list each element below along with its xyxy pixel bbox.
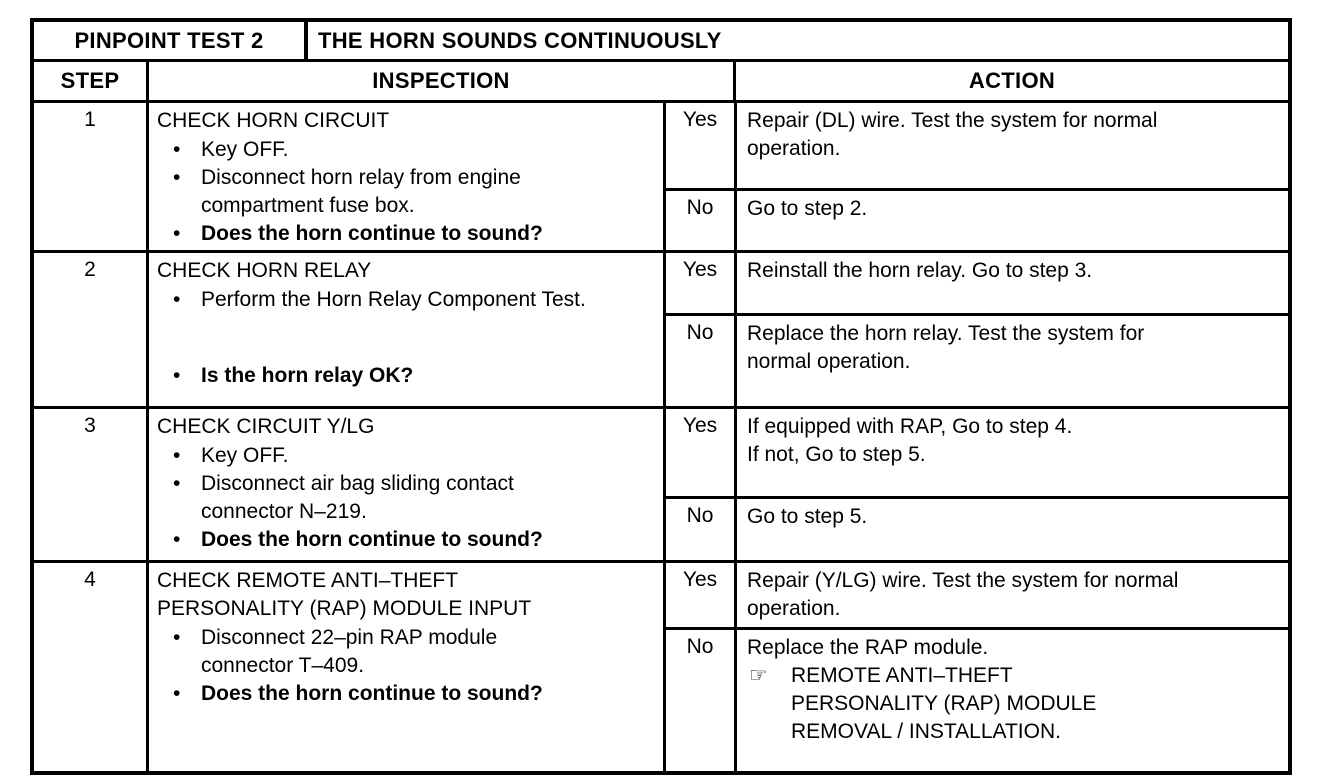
yes-action-text: Reinstall the horn relay. Go to step 3. — [747, 259, 1093, 282]
bullet-question-text: Does the horn continue to sound? — [201, 682, 543, 705]
no-row: No Replace the horn relay. Test the syst… — [666, 313, 1288, 406]
table-row: 2 CHECK HORN RELAY • Perform the Horn Re… — [34, 250, 1288, 406]
bullet-icon: • — [173, 166, 181, 189]
yes-action-text: Repair (Y/LG) wire. Test the system for … — [747, 569, 1179, 620]
yes-label: Yes — [666, 103, 737, 188]
action-cell: Yes If equipped with RAP, Go to step 4. … — [666, 409, 1288, 560]
bullet-text: Disconnect horn relay from engine compar… — [201, 166, 521, 217]
bullet-item: • Disconnect air bag sliding contact con… — [157, 470, 657, 526]
bullet-item: • Perform the Horn Relay Component Test. — [157, 286, 657, 314]
inspection-heading: CHECK HORN RELAY — [157, 259, 372, 282]
no-row: No Replace the RAP module. ☞ REMOTE ANTI… — [666, 627, 1288, 771]
pointing-hand-icon: ☞ — [749, 664, 768, 687]
step-number: 4 — [34, 563, 149, 771]
bullet-item: • Disconnect 22–pin RAP module connector… — [157, 624, 657, 680]
bullet-icon: • — [173, 626, 181, 649]
bullet-text: Disconnect air bag sliding contact conne… — [201, 472, 514, 523]
bullet-icon: • — [173, 528, 181, 551]
column-header-step: STEP — [34, 62, 149, 100]
no-label: No — [666, 499, 737, 560]
bullet-icon: • — [173, 288, 181, 311]
inspection-heading: CHECK REMOTE ANTI–THEFT PERSONALITY (RAP… — [157, 569, 532, 620]
step-number: 1 — [34, 103, 149, 250]
bullet-icon: • — [173, 364, 181, 387]
bullet-icon: • — [173, 472, 181, 495]
bullet-text: Key OFF. — [201, 444, 289, 467]
pinpoint-test-label: PINPOINT TEST 2 — [34, 22, 308, 59]
bullet-item: • Key OFF. — [157, 442, 657, 470]
bullet-text: Perform the Horn Relay Component Test. — [201, 288, 586, 311]
no-label: No — [666, 316, 737, 406]
action-cell: Yes Repair (DL) wire. Test the system fo… — [666, 103, 1288, 250]
table-row: 4 CHECK REMOTE ANTI–THEFT PERSONALITY (R… — [34, 560, 1288, 771]
no-action-text: Replace the horn relay. Test the system … — [747, 322, 1145, 373]
yes-row: Yes Repair (DL) wire. Test the system fo… — [666, 103, 1288, 188]
table-title-row: PINPOINT TEST 2 THE HORN SOUNDS CONTINUO… — [34, 22, 1288, 59]
bullet-icon: • — [173, 138, 181, 161]
column-header-row: STEP INSPECTION ACTION — [34, 59, 1288, 100]
inspection-cell: CHECK CIRCUIT Y/LG • Key OFF. • Disconne… — [149, 409, 666, 560]
no-label: No — [666, 630, 737, 771]
bullet-item: • Disconnect horn relay from engine comp… — [157, 164, 657, 220]
bullet-text: Disconnect 22–pin RAP module connector T… — [201, 626, 498, 677]
bullet-icon: • — [173, 222, 181, 245]
bullet-item: • Does the horn continue to sound? — [157, 220, 657, 248]
no-action-text: Replace the RAP module. — [747, 636, 989, 659]
bullet-item: • Is the horn relay OK? — [157, 362, 657, 390]
test-title: THE HORN SOUNDS CONTINUOUSLY — [318, 27, 722, 53]
yes-action-text: Repair (DL) wire. Test the system for no… — [747, 109, 1158, 160]
bullet-item: • Does the horn continue to sound? — [157, 526, 657, 554]
yes-label: Yes — [666, 253, 737, 313]
bullet-icon: • — [173, 444, 181, 467]
bullet-text: Key OFF. — [201, 138, 289, 161]
yes-action-text: If equipped with RAP, Go to step 4. If n… — [747, 415, 1073, 466]
yes-row: Yes If equipped with RAP, Go to step 4. … — [666, 409, 1288, 496]
pinpoint-test-table: PINPOINT TEST 2 THE HORN SOUNDS CONTINUO… — [30, 18, 1292, 775]
bullet-question-text: Does the horn continue to sound? — [201, 222, 543, 245]
yes-label: Yes — [666, 563, 737, 627]
inspection-cell: CHECK HORN RELAY • Perform the Horn Rela… — [149, 253, 666, 406]
yes-row: Yes Repair (Y/LG) wire. Test the system … — [666, 563, 1288, 627]
bullet-item: • Key OFF. — [157, 136, 657, 164]
inspection-cell: CHECK REMOTE ANTI–THEFT PERSONALITY (RAP… — [149, 563, 666, 771]
no-row: No Go to step 2. — [666, 188, 1288, 250]
bullet-item: • Does the horn continue to sound? — [157, 680, 657, 708]
yes-row: Yes Reinstall the horn relay. Go to step… — [666, 253, 1288, 313]
column-header-inspection: INSPECTION — [149, 62, 736, 100]
table-row: 1 CHECK HORN CIRCUIT • Key OFF. • Discon… — [34, 100, 1288, 250]
yes-label: Yes — [666, 409, 737, 496]
table-row: 3 CHECK CIRCUIT Y/LG • Key OFF. • Discon… — [34, 406, 1288, 560]
bullet-icon: • — [173, 682, 181, 705]
inspection-heading: CHECK HORN CIRCUIT — [157, 109, 390, 132]
no-action-text: Go to step 2. — [747, 197, 868, 220]
bullet-question-text: Does the horn continue to sound? — [201, 528, 543, 551]
action-cell: Yes Repair (Y/LG) wire. Test the system … — [666, 563, 1288, 771]
inspection-cell: CHECK HORN CIRCUIT • Key OFF. • Disconne… — [149, 103, 666, 250]
no-label: No — [666, 191, 737, 250]
procedure-reference-text: REMOTE ANTI–THEFT PERSONALITY (RAP) MODU… — [791, 664, 1097, 743]
column-header-action: ACTION — [968, 68, 1056, 93]
procedure-reference: ☞ REMOTE ANTI–THEFT PERSONALITY (RAP) MO… — [747, 662, 1278, 746]
step-number: 3 — [34, 409, 149, 560]
action-cell: Yes Reinstall the horn relay. Go to step… — [666, 253, 1288, 406]
bullet-question-text: Is the horn relay OK? — [201, 364, 414, 387]
no-row: No Go to step 5. — [666, 496, 1288, 560]
no-action-cell: Replace the RAP module. ☞ REMOTE ANTI–TH… — [737, 630, 1288, 771]
no-action-text: Go to step 5. — [747, 505, 868, 528]
inspection-heading: CHECK CIRCUIT Y/LG — [157, 415, 375, 438]
step-number: 2 — [34, 253, 149, 406]
